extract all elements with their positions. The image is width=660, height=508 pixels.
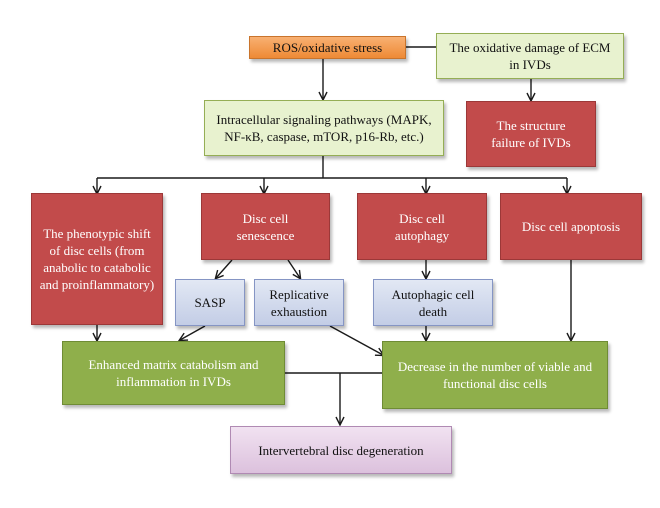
node-disc-cell-apoptosis: Disc cell apoptosis — [500, 193, 642, 260]
node-intervertebral-disc-degeneration: Intervertebral disc degeneration — [230, 426, 452, 474]
node-autophagy-label: Disc cell autophagy — [394, 210, 450, 243]
node-oxidative-damage-label: The oxidative damage of ECM in IVDs — [449, 40, 611, 72]
arrow-replicative-to-decrease — [329, 325, 383, 355]
node-phenotypic-shift-label: The phenotypic shift of disc cells (from… — [39, 226, 155, 292]
node-intracellular-signaling: Intracellular signaling pathways (MAPK, … — [204, 100, 444, 156]
node-enhanced-catabolism-label: Enhanced matrix catabolism and inflammat… — [88, 357, 259, 389]
node-oxidative-damage-ecm: The oxidative damage of ECM in IVDs — [436, 33, 624, 79]
node-autophagic-death-label: Autophagic cell death — [391, 286, 475, 319]
arrow-senescence-to-replicative — [287, 259, 300, 278]
node-disc-cell-autophagy: Disc cell autophagy — [357, 193, 487, 260]
node-replicative-exhaustion: Replicative exhaustion — [254, 279, 344, 326]
node-replicative-label: Replicative exhaustion — [269, 286, 329, 319]
node-decrease-cells-label: Decrease in the number of viable and fun… — [397, 359, 593, 391]
node-sasp: SASP — [175, 279, 245, 326]
node-degeneration-label: Intervertebral disc degeneration — [258, 442, 424, 458]
arrow-sasp-to-enhanced — [180, 325, 206, 340]
node-ros-oxidative-stress: ROS/oxidative stress — [249, 36, 406, 59]
node-decrease-viable-cells: Decrease in the number of viable and fun… — [382, 341, 608, 409]
node-structure-failure-label: The structure failure of IVDs — [491, 118, 571, 150]
arrow-senescence-to-sasp — [216, 259, 233, 278]
node-apoptosis-label: Disc cell apoptosis — [521, 219, 621, 234]
node-senescence-label: Disc cell senescence — [236, 210, 295, 243]
node-ros-label: ROS/oxidative stress — [272, 40, 383, 55]
node-phenotypic-shift: The phenotypic shift of disc cells (from… — [31, 193, 163, 325]
node-disc-cell-senescence: Disc cell senescence — [201, 193, 330, 260]
node-structure-failure: The structure failure of IVDs — [466, 101, 596, 167]
node-autophagic-cell-death: Autophagic cell death — [373, 279, 493, 326]
node-enhanced-matrix-catabolism: Enhanced matrix catabolism and inflammat… — [62, 341, 285, 405]
node-sasp-label: SASP — [194, 295, 226, 310]
node-signaling-label: Intracellular signaling pathways (MAPK, … — [216, 112, 432, 144]
